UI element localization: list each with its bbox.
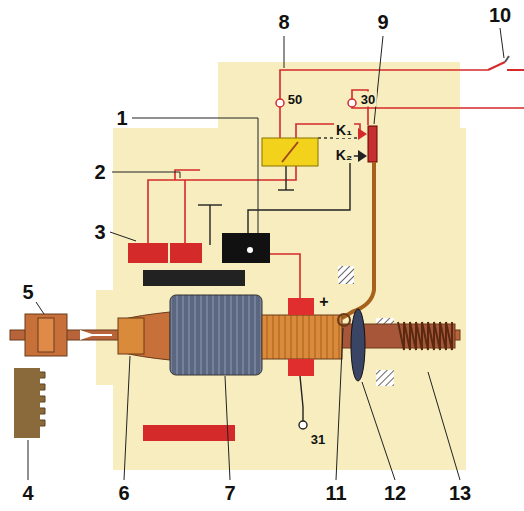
commutator xyxy=(262,315,342,359)
ignition-switch xyxy=(488,56,524,70)
spring-coil xyxy=(422,322,428,350)
polarity-sign: + xyxy=(317,293,330,311)
contact-label: K₁ xyxy=(334,122,354,138)
spring-coil xyxy=(440,322,446,350)
wires xyxy=(148,70,524,300)
terminal-label: 31 xyxy=(309,432,327,447)
return-spring xyxy=(398,322,452,350)
leader-lines xyxy=(28,28,504,480)
callout-number: 9 xyxy=(375,11,390,33)
pinion xyxy=(25,314,67,356)
engaging-ring xyxy=(351,309,365,381)
spring-coil xyxy=(428,322,434,350)
callout-number: 2 xyxy=(92,161,107,183)
spring-coil xyxy=(434,322,440,350)
terminal-label: 50 xyxy=(286,92,304,107)
field-winding xyxy=(128,243,168,263)
hold-winding xyxy=(222,233,270,263)
spring-coil xyxy=(398,322,404,350)
pole-shoe xyxy=(143,425,235,441)
field-winding xyxy=(170,243,202,263)
pole-shoe xyxy=(143,270,245,286)
callout-number: 1 xyxy=(114,107,129,129)
terminal-label: 30 xyxy=(359,92,377,107)
callout-number: 3 xyxy=(92,221,107,243)
spring-coil xyxy=(446,322,452,350)
spring-coil xyxy=(410,322,416,350)
callout-number: 5 xyxy=(20,281,35,303)
brush xyxy=(288,298,314,315)
callout-number: 10 xyxy=(487,4,513,26)
callout-number: 11 xyxy=(323,482,348,504)
housing xyxy=(96,62,466,470)
contact-k2 xyxy=(358,150,367,162)
ring-gear xyxy=(14,368,45,438)
solenoid-relay xyxy=(262,138,318,166)
spring-coil xyxy=(416,322,422,350)
callout-number: 4 xyxy=(20,482,35,504)
spring-coil xyxy=(404,322,410,350)
callout-number: 12 xyxy=(382,482,408,504)
callout-number: 8 xyxy=(276,11,291,33)
callout-number: 6 xyxy=(116,482,131,504)
overrunning-clutch xyxy=(118,318,144,354)
callout-number: 13 xyxy=(447,482,473,504)
contact-plate xyxy=(368,126,377,162)
contact-label: K₂ xyxy=(334,147,354,163)
brush xyxy=(288,359,314,376)
armature xyxy=(170,295,262,375)
contact-k1 xyxy=(358,128,367,140)
engaging-lever xyxy=(342,162,374,318)
callout-number: 7 xyxy=(222,482,237,504)
